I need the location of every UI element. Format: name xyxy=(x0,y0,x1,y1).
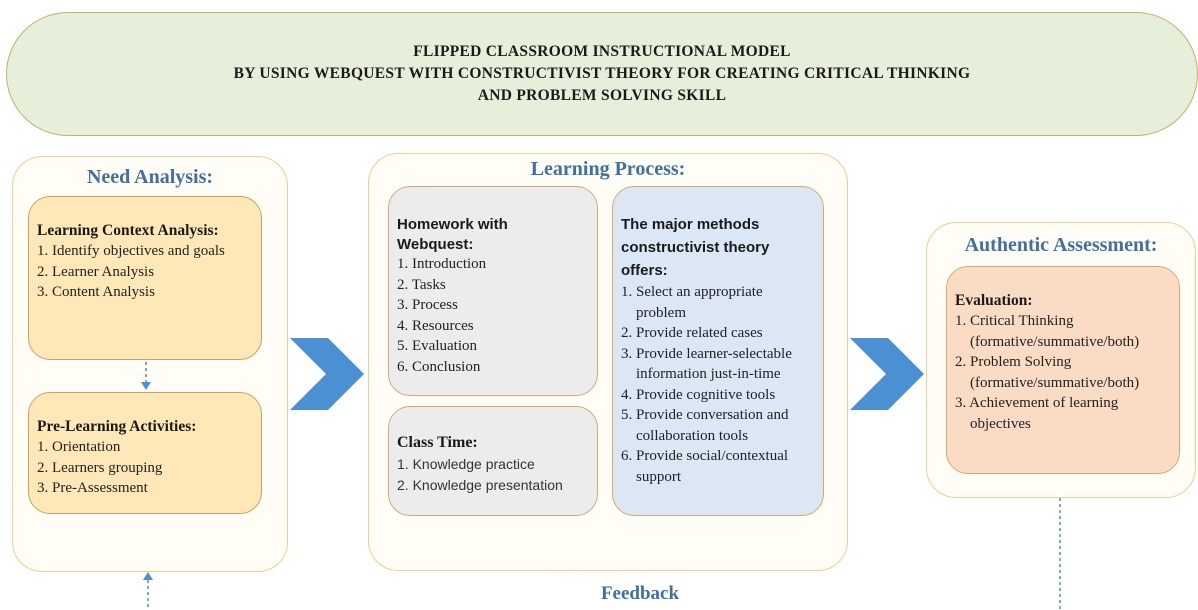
learning-process-title: Learning Process: xyxy=(530,158,686,180)
class-time-heading: Class Time: xyxy=(397,434,478,451)
authentic-assessment-title: Authentic Assessment: xyxy=(964,234,1158,256)
title-line-1: FLIPPED CLASSROOM INSTRUCTIONAL MODEL xyxy=(413,43,791,60)
list-item: 1. Knowledge practice xyxy=(397,456,535,472)
list-item: 2. Learners grouping xyxy=(37,459,163,476)
pre-learning-box: Pre-Learning Activities: 1. Orientation … xyxy=(28,392,262,514)
list-item: 2. Knowledge presentation xyxy=(397,476,563,493)
feedback-arrow-up xyxy=(143,572,153,610)
list-item: 4. Provide cognitive tools xyxy=(621,386,776,403)
list-item: 3. Pre-Assessment xyxy=(37,480,148,496)
list-item: 3. Provide learner-selectable xyxy=(621,345,792,362)
list-item: 1. Identify objectives and goals xyxy=(37,243,225,259)
feedback-line-right xyxy=(1059,498,1061,610)
list-item: 1. Critical Thinking xyxy=(955,313,1074,329)
list-item: 2. Tasks xyxy=(397,276,446,293)
list-item: support xyxy=(621,468,681,485)
evaluation-heading: Evaluation: xyxy=(955,292,1033,309)
list-item: 1. Introduction xyxy=(397,256,487,272)
list-item: 4. Resources xyxy=(397,317,474,334)
learning-context-heading: Learning Context Analysis: xyxy=(37,222,219,239)
title-line-2: BY USING WEBQUEST WITH CONSTRUCTIVIST TH… xyxy=(233,65,971,82)
chevron-arrow-icon xyxy=(290,338,364,410)
list-item: (formative/summative/both) xyxy=(955,333,1140,350)
list-item: collaboration tools xyxy=(621,427,749,444)
list-item: 2. Learner Analysis xyxy=(37,263,155,280)
list-item: 1. Select an appropriate xyxy=(621,284,763,300)
list-item: 2. Provide related cases xyxy=(621,325,763,341)
homework-heading-1: Homework with xyxy=(397,216,508,233)
methods-heading-3: offers: xyxy=(621,262,668,279)
list-item: (formative/summative/both) xyxy=(955,374,1140,391)
list-item: objectives xyxy=(955,415,1031,432)
dotted-arrow-down xyxy=(141,362,151,390)
list-item: 6. Provide social/contextual xyxy=(621,448,789,464)
methods-heading-2: constructivist theory xyxy=(621,239,770,256)
homework-box: Homework with Webquest: 1. Introduction … xyxy=(388,186,598,396)
title-line-3: AND PROBLEM SOLVING SKILL xyxy=(477,87,727,104)
chevron-arrow-icon xyxy=(850,338,924,410)
title-banner: FLIPPED CLASSROOM INSTRUCTIONAL MODEL BY… xyxy=(6,12,1198,136)
list-item: 3. Process xyxy=(397,297,458,313)
homework-heading-2: Webquest: xyxy=(397,236,474,253)
class-time-box: Class Time: 1. Knowledge practice 2. Kno… xyxy=(388,406,598,516)
pre-learning-heading: Pre-Learning Activities: xyxy=(37,418,197,435)
feedback-label: Feedback xyxy=(600,583,680,604)
list-item: 3. Achievement of learning xyxy=(955,395,1119,411)
list-item: 3. Content Analysis xyxy=(37,284,155,300)
list-item: information just-in-time xyxy=(621,366,781,382)
evaluation-box: Evaluation: 1. Critical Thinking (format… xyxy=(946,266,1180,474)
methods-box: The major methods constructivist theory … xyxy=(612,186,824,516)
need-analysis-title: Need Analysis: xyxy=(86,166,214,188)
learning-context-box: Learning Context Analysis: 1. Identify o… xyxy=(28,196,262,360)
list-item: 5. Provide conversation and xyxy=(621,407,789,423)
list-item: 6. Conclusion xyxy=(397,358,481,375)
list-item: 5. Evaluation xyxy=(397,338,477,354)
list-item: problem xyxy=(621,304,686,321)
list-item: 2. Problem Solving xyxy=(955,354,1072,370)
methods-heading-1: The major methods xyxy=(621,216,760,233)
list-item: 1. Orientation xyxy=(37,439,121,455)
